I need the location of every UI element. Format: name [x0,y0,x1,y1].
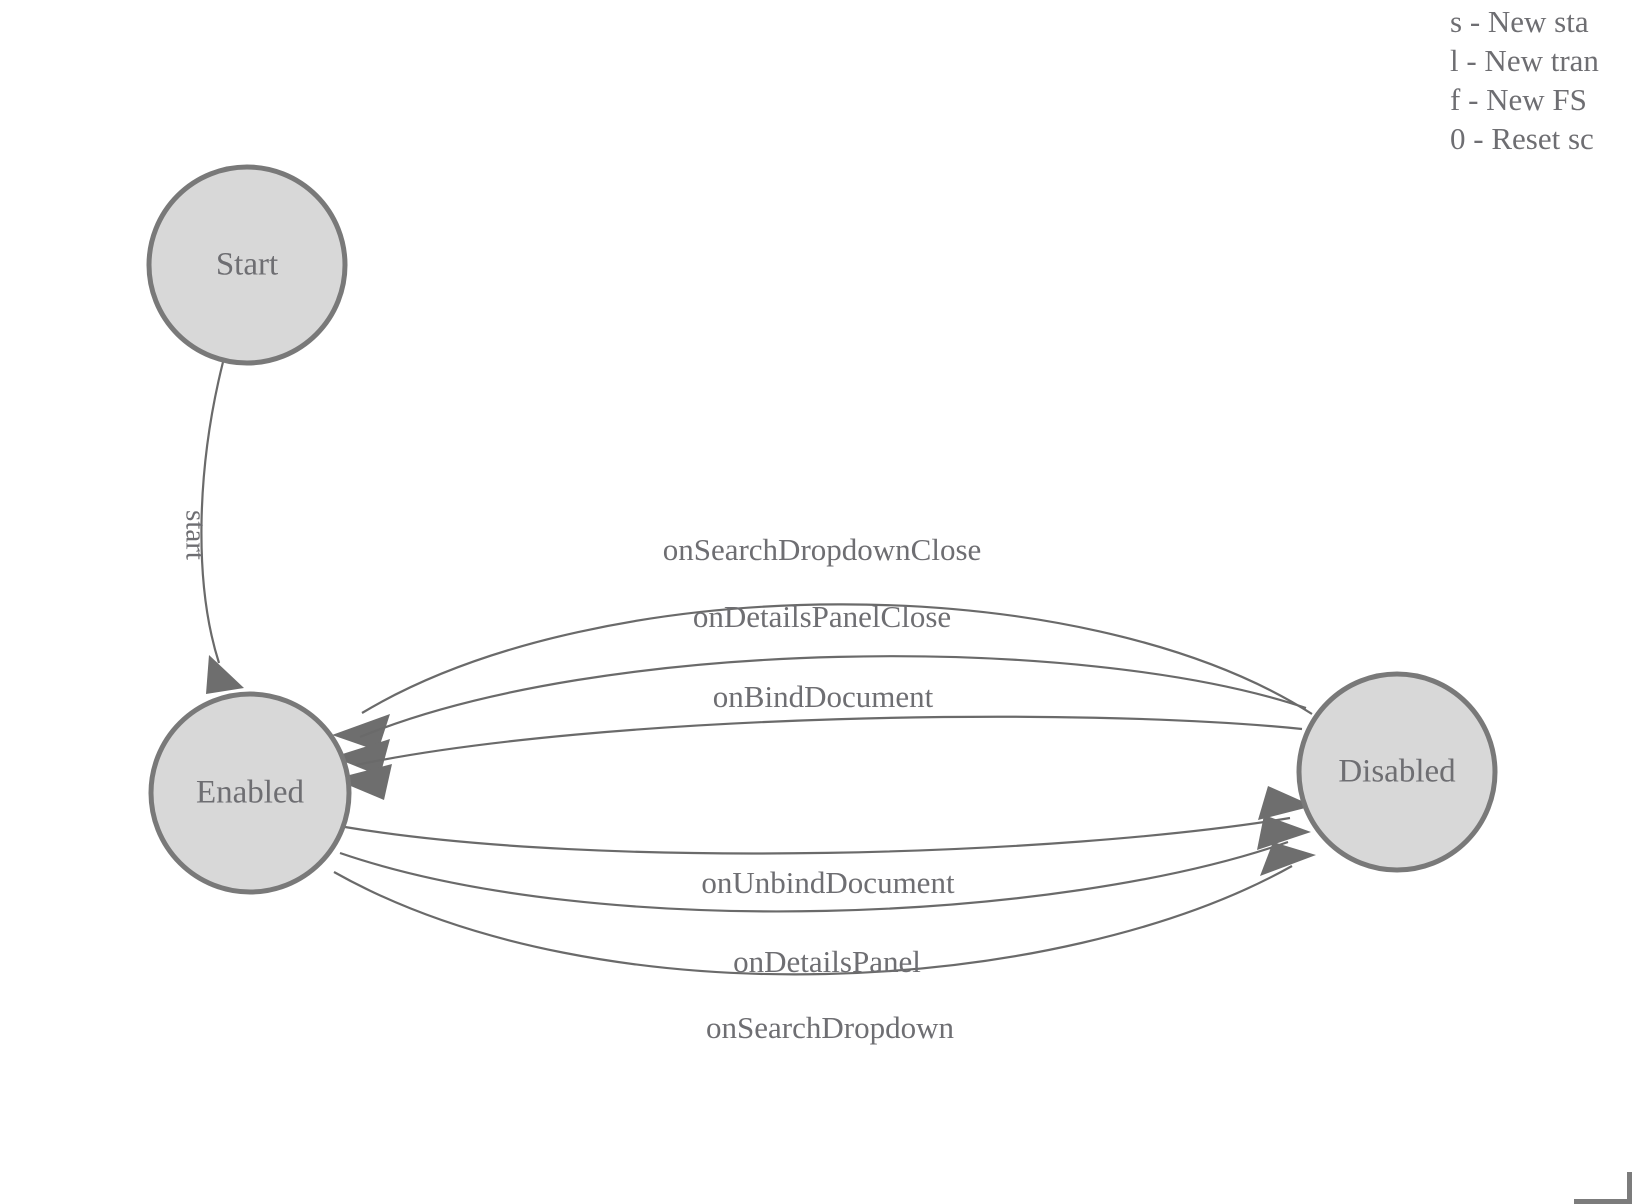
edge-start-to-enabled-arrowhead [206,655,244,694]
edge-on-details-panel-path[interactable] [339,840,1289,913]
edge-on-unbind-document[interactable] [344,786,1313,855]
help-legend: s - New sta l - New tran f - New FS 0 - … [1422,0,1632,158]
edge-on-unbind-document-arrowhead [1258,786,1313,820]
node-disabled-label: Disabled [1338,754,1456,790]
edge-label-on-search-dropdown: onSearchDropdown [706,1010,954,1045]
edge-on-search-dropdown-close-arrowhead [332,714,390,751]
node-enabled-circle[interactable] [148,691,352,895]
edge-on-details-panel-close[interactable] [333,655,1307,776]
edge-on-bind-document-path[interactable] [355,715,1303,767]
edge-on-search-dropdown-close[interactable] [332,603,1313,751]
node-enabled-label: Enabled [196,775,305,811]
node-enabled[interactable]: Enabled [148,691,352,895]
edge-on-search-dropdown[interactable] [333,842,1316,976]
edge-label-start: start [179,510,211,560]
edge-label-on-unbind-document: onUnbindDocument [701,865,955,900]
help-line-new-fsm: f - New FS [1450,82,1587,117]
node-start-circle[interactable] [146,164,348,366]
help-line-new-transition: l - New tran [1450,43,1599,78]
edge-label-on-bind-document: onBindDocument [713,679,934,714]
edge-on-bind-document-arrowhead [334,764,392,800]
edge-on-search-dropdown-arrowhead [1260,842,1316,876]
node-disabled-circle[interactable] [1296,671,1498,873]
edge-start-to-enabled[interactable] [200,361,244,694]
edge-on-details-panel-arrowhead [1257,815,1311,850]
edge-label-on-details-panel: onDetailsPanel [733,944,921,979]
edge-on-unbind-document-path[interactable] [344,816,1291,855]
edge-on-details-panel-close-arrowhead [333,739,390,776]
edge-on-bind-document[interactable] [334,715,1303,800]
edge-label-on-search-dropdown-close: onSearchDropdownClose [663,532,982,567]
node-start[interactable]: Start [146,164,348,366]
help-line-new-state: s - New sta [1450,4,1589,39]
edge-on-details-panel-close-path[interactable] [359,655,1307,739]
node-start-label: Start [216,247,278,283]
node-disabled[interactable]: Disabled [1296,671,1498,873]
edge-label-on-details-panel-close: onDetailsPanelClose [693,599,951,634]
edge-on-details-panel[interactable] [339,815,1311,913]
help-line-reset-scene: 0 - Reset sc [1450,121,1594,156]
edge-on-search-dropdown-path[interactable] [333,865,1293,976]
edge-start-to-enabled-path[interactable] [200,361,225,664]
edge-on-search-dropdown-close-path[interactable] [361,603,1313,715]
